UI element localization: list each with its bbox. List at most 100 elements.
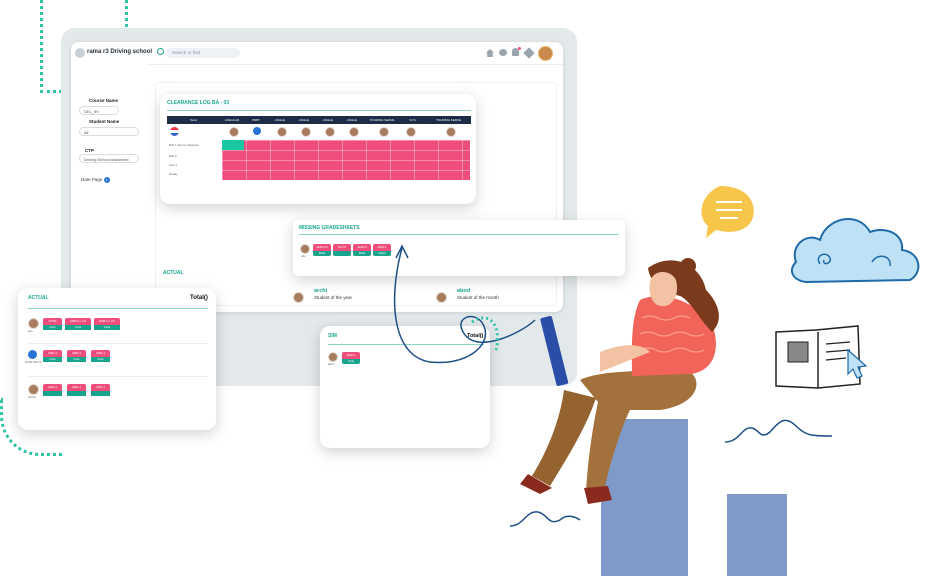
col-header: TOURING SERVE: [436, 118, 461, 122]
chat-icon[interactable]: [499, 49, 507, 56]
bell-icon[interactable]: [512, 48, 519, 56]
illustration: [393, 186, 920, 576]
student-select[interactable]: All: [79, 127, 139, 136]
arrow-line: [393, 247, 536, 364]
settings-icon[interactable]: [523, 47, 535, 59]
content-area: [155, 82, 557, 306]
date-page-badge: 1: [103, 177, 110, 183]
course-select[interactable]: DEL_99: [79, 106, 119, 115]
decor-dots-arc: [471, 316, 499, 351]
tag-sub: [333, 251, 351, 256]
avatar: [349, 127, 359, 137]
tag-sub: [67, 391, 86, 396]
student-avatar: [28, 318, 39, 329]
student-name: abofa: [28, 395, 36, 399]
gradesheet-tag[interactable]: IR-FX: [333, 244, 351, 256]
student-name: abc: [28, 329, 33, 333]
top-bar: rama r3 Driving school Search or find: [71, 42, 563, 65]
tag-sub: Cpts: [342, 359, 360, 364]
ctp-label: CTP: [85, 148, 94, 153]
tag-label: ADR-1: [67, 384, 86, 391]
clearance-cell-complete: [222, 140, 244, 150]
divider: [299, 234, 619, 235]
decor-dots-left: [0, 398, 63, 456]
search-input[interactable]: Search or find: [166, 48, 240, 58]
block-small: [727, 494, 787, 576]
sim-title: SIM: [328, 333, 337, 339]
avatar: [406, 127, 416, 137]
squiggle: [509, 511, 581, 527]
tag-sub: Brief: [353, 251, 371, 256]
student-name: ANONYMOUS: [25, 361, 42, 364]
award-name: archi: [314, 288, 328, 294]
clearance-table-header: Tests ANGULAR PRBT ANGLE ANGLE ANGLE ANG…: [167, 116, 471, 124]
divider: [28, 376, 208, 377]
student-name: abcs: [328, 362, 335, 366]
shoe: [584, 486, 612, 504]
divider: [328, 344, 484, 345]
student-avatar: [28, 350, 37, 359]
tag-label: ADR-1: [91, 350, 110, 357]
divider: [28, 308, 208, 309]
flag-icon: [170, 127, 179, 136]
avatar: [446, 127, 456, 137]
home-icon[interactable]: [486, 49, 494, 57]
leg-back: [532, 390, 596, 486]
divider: [167, 110, 471, 111]
award-sub: Student of the year: [314, 295, 353, 300]
student-avatar: [328, 352, 338, 362]
tag-label: ADR-1: [373, 244, 391, 251]
date-page-toggle[interactable]: Date Page 1: [81, 177, 110, 183]
tag-sub: Cpts: [65, 325, 91, 330]
row-label: Ready: [169, 172, 178, 176]
arm: [600, 345, 650, 372]
filter-sidebar: Course Name DEL_99 Student Name All CTP …: [71, 64, 147, 312]
tag-sub: [43, 391, 62, 396]
face: [649, 271, 678, 307]
actual-tag[interactable]: FRN-1: [91, 384, 110, 398]
award-sub: Student of the month: [457, 295, 499, 300]
avatar: [301, 127, 311, 137]
search-icon[interactable]: [157, 48, 164, 55]
clearance-grid: [222, 140, 470, 180]
tag-sub: [91, 391, 110, 396]
col-header: S.P.L: [409, 118, 417, 122]
student-avatar: [300, 244, 310, 254]
tag-sub: Cpts: [43, 325, 62, 330]
student-name: abc: [301, 254, 306, 258]
tag-label: ADR-3: [353, 244, 371, 251]
avatar[interactable]: [538, 46, 553, 61]
tag-label: ADR-C: [43, 384, 62, 391]
ctp-select[interactable]: Driving School Advanced: [79, 154, 139, 163]
hair-bun: [680, 258, 696, 274]
tag-label: IR-FX: [333, 244, 351, 251]
school-name[interactable]: rama r3 Driving school: [87, 49, 153, 55]
sim-total: Total(): [467, 333, 484, 339]
tag-sub: Cpts: [91, 357, 110, 362]
actual-tag[interactable]: ADR-1: [67, 384, 86, 398]
avatar: [277, 127, 287, 137]
notification-dot: [518, 47, 521, 50]
actual-tag[interactable]: ADR-C: [43, 384, 62, 398]
tag-sub: Brief: [313, 251, 331, 256]
student-label: Student Name: [89, 119, 120, 124]
torso-pattern: [639, 315, 705, 353]
laptop: [540, 315, 569, 386]
arrow-head: [395, 244, 409, 259]
tag-label: ESB-C / C3: [94, 318, 120, 325]
clearance-title: CLEARANCE LOG BA - 03: [167, 100, 230, 106]
award-avatar: [293, 292, 304, 303]
col-header: PRBT: [251, 118, 260, 122]
row-label: Test 1: [169, 163, 178, 167]
